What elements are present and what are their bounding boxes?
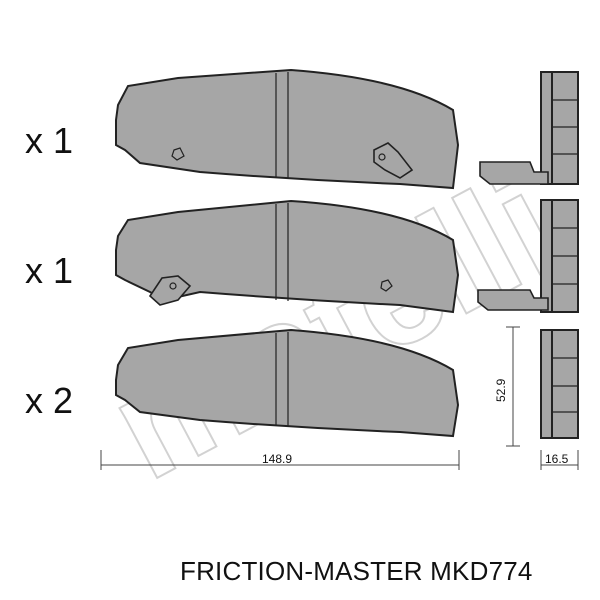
watermark: metelli <box>84 140 582 511</box>
thickness-dimension-label: 16.5 <box>545 452 569 466</box>
thickness-dimension: 16.5 <box>540 450 579 470</box>
quantity-label-2: x 1 <box>25 250 73 291</box>
brake-pad-2 <box>115 199 460 314</box>
side-view-3 <box>540 329 579 439</box>
height-dimension: 52.9 <box>494 326 520 447</box>
quantity-label-1: x 1 <box>25 120 73 161</box>
caption: FRICTION-MASTER MKD774 <box>180 556 533 586</box>
side-view-2 <box>477 199 579 313</box>
width-dimension: 148.9 <box>100 450 460 470</box>
brake-pad-3 <box>115 328 460 438</box>
quantity-label-3: x 2 <box>25 380 73 421</box>
brake-pad-1 <box>115 68 460 190</box>
height-dimension-label: 52.9 <box>494 378 508 402</box>
width-dimension-label: 148.9 <box>262 452 292 466</box>
side-view-1 <box>479 71 579 185</box>
